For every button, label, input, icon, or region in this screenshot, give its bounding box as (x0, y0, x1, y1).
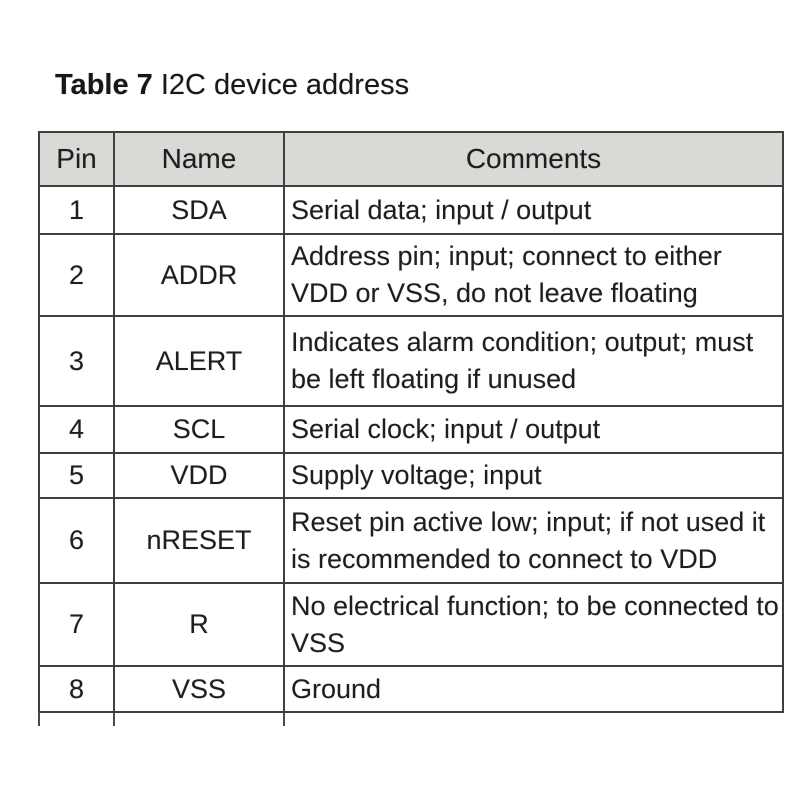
cropped-next-row-borders (38, 713, 782, 727)
name-cell: ADDR (113, 233, 285, 317)
comment-cell: Ground (283, 665, 784, 713)
comment-cell: Serial clock; input / output (283, 405, 784, 454)
table-caption-text: I2C device address (152, 69, 410, 101)
comment-cell: No electrical function; to be connected … (283, 582, 784, 667)
pin-cell: 6 (38, 497, 115, 584)
table-row: 3 ALERT Indicates alarm condition; outpu… (38, 315, 784, 407)
comment-cell: Serial data; input / output (283, 185, 784, 235)
table-caption: Table 7 I2C device address (55, 69, 409, 101)
comment-cell: Reset pin active low; input; if not used… (283, 497, 784, 584)
column-header-pin: Pin (38, 131, 115, 187)
pin-cell: 2 (38, 233, 115, 317)
table-row: 1 SDA Serial data; input / output (38, 185, 784, 235)
pin-cell: 1 (38, 185, 115, 235)
column-header-comments: Comments (283, 131, 784, 187)
table-row: 2 ADDR Address pin; input; connect to ei… (38, 233, 784, 317)
comment-cell: Supply voltage; input (283, 452, 784, 499)
name-cell: VDD (113, 452, 285, 499)
name-cell: SCL (113, 405, 285, 454)
comment-cell: Indicates alarm condition; output; must … (283, 315, 784, 407)
table-caption-number: Table 7 (55, 69, 153, 101)
table-row: 6 nRESET Reset pin active low; input; if… (38, 497, 784, 584)
table-left-border-stub (38, 713, 40, 726)
pin-table: Pin Name Comments 1 SDA Serial data; inp… (38, 131, 784, 713)
pin-cell: 5 (38, 452, 115, 499)
name-cell: SDA (113, 185, 285, 235)
pin-cell: 7 (38, 582, 115, 667)
table-row: 4 SCL Serial clock; input / output (38, 405, 784, 454)
table-row: 5 VDD Supply voltage; input (38, 452, 784, 499)
pin-cell: 3 (38, 315, 115, 407)
pin-cell: 8 (38, 665, 115, 713)
name-cell: VSS (113, 665, 285, 713)
pin-cell: 4 (38, 405, 115, 454)
pin-name-divider-stub (113, 713, 115, 726)
table-row: 7 R No electrical function; to be connec… (38, 582, 784, 667)
comment-cell: Address pin; input; connect to either VD… (283, 233, 784, 317)
name-comments-divider-stub (283, 713, 285, 726)
pin-table-container: Pin Name Comments 1 SDA Serial data; inp… (38, 131, 784, 727)
name-cell: nRESET (113, 497, 285, 584)
column-header-name: Name (113, 131, 285, 187)
name-cell: R (113, 582, 285, 667)
name-cell: ALERT (113, 315, 285, 407)
table-row: 8 VSS Ground (38, 665, 784, 713)
header-row: Pin Name Comments (38, 131, 784, 187)
